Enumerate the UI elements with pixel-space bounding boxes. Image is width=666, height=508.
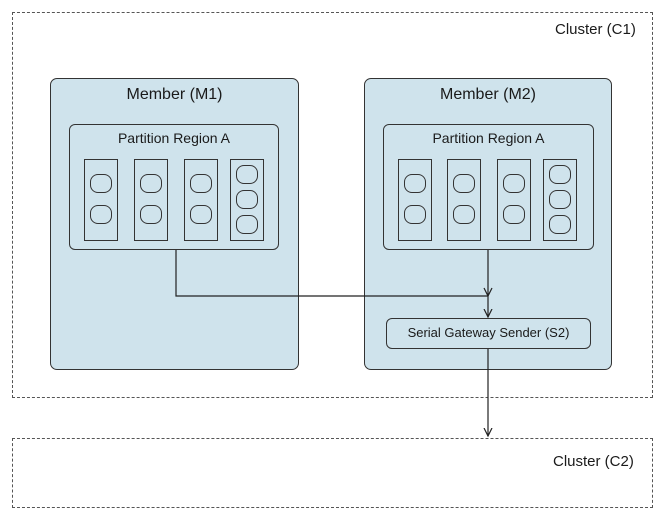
bucket [398,159,432,241]
bucket-slot [503,174,525,193]
bucket-slot [453,174,475,193]
bucket-slot [236,215,258,234]
bucket-slot [140,174,162,193]
bucket-slot [549,190,571,209]
bucket-slot [236,190,258,209]
bucket-slot [90,174,112,193]
cluster-c1-label: Cluster (C1) [555,21,636,38]
bucket [134,159,168,241]
cluster-c2 [12,438,653,508]
serial-gateway-sender: Serial Gateway Sender (S2) [386,318,591,349]
bucket [543,159,577,241]
bucket-slot [140,205,162,224]
bucket-slot [190,205,212,224]
bucket-slot [549,215,571,234]
bucket [497,159,531,241]
partition-region-m2-title: Partition Region A [432,130,545,146]
bucket [447,159,481,241]
bucket-slot [90,205,112,224]
bucket [84,159,118,241]
cluster-c2-label: Cluster (C2) [553,453,634,470]
bucket-slot [404,205,426,224]
bucket-slot [404,174,426,193]
bucket-slot [549,165,571,184]
bucket-slot [453,205,475,224]
bucket [230,159,264,241]
bucket-slot [190,174,212,193]
partition-region-m1-title: Partition Region A [117,130,231,146]
member-m1-title: Member (M1) [126,86,223,103]
member-m2-title: Member (M2) [439,86,536,103]
bucket-slot [503,205,525,224]
bucket [184,159,218,241]
bucket-slot [236,165,258,184]
